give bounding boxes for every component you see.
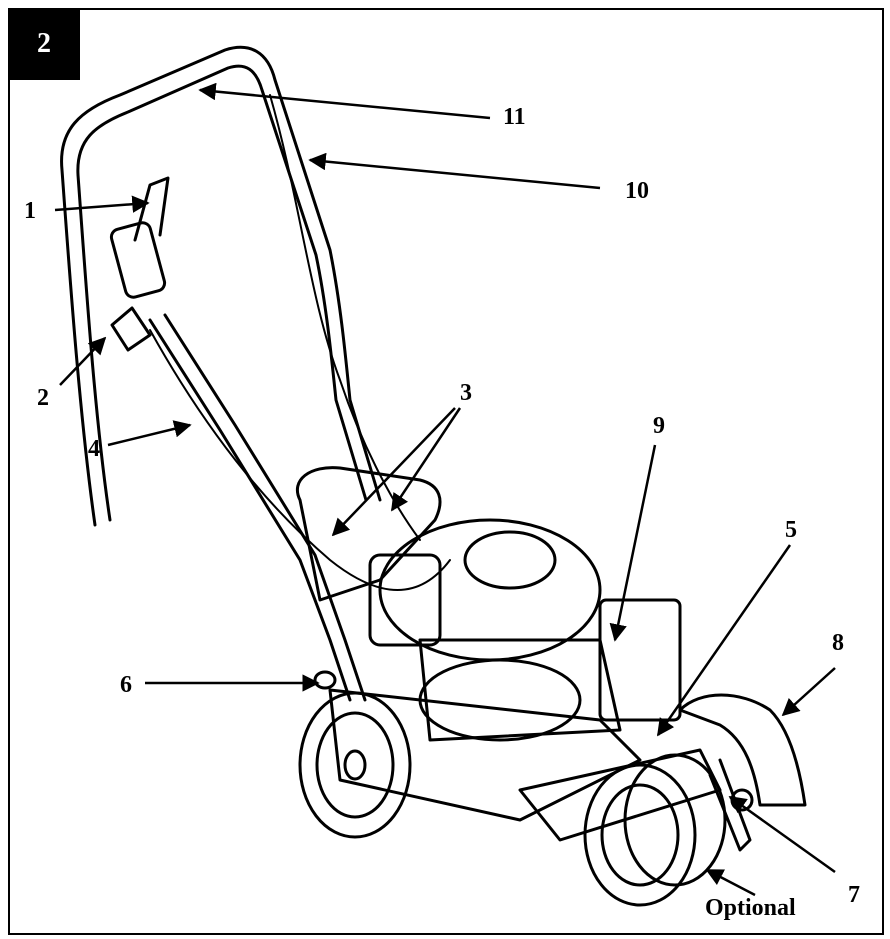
muffler [598,598,682,722]
upper-handle [60,45,382,527]
throttle-control [109,221,167,299]
leader-9 [609,444,657,642]
edge-depth-lever [110,306,152,352]
height-adjust-knob [313,670,337,690]
lower-handle [148,318,352,702]
leader-3a [331,407,456,537]
callout-3: 3 [460,380,472,406]
figure-number-badge: 2 [8,8,80,80]
callout-7: 7 [848,882,860,908]
callout-5: 5 [785,517,797,543]
figure-frame [8,8,884,935]
leader-10 [308,152,601,190]
leader-2 [59,336,107,386]
belt-cover [296,466,442,602]
leader-3b [390,407,462,512]
callout-optional: Optional [705,895,796,921]
leader-4 [107,420,192,447]
leader-optional [705,868,756,897]
callout-1: 1 [24,198,36,224]
chassis [328,688,642,822]
callout-11: 11 [503,104,526,130]
leader-8 [781,667,836,717]
callout-2: 2 [37,385,49,411]
blade-guard [678,693,807,807]
figure-number: 2 [37,28,51,59]
leader-7 [728,795,836,874]
callout-8: 8 [832,630,844,656]
fuel-tank [368,553,442,647]
rear-wheel [298,691,412,839]
callout-4: 4 [88,436,100,462]
leader-1 [54,195,150,213]
callout-6: 6 [120,672,132,698]
callout-9: 9 [653,413,665,439]
front-wheel [583,763,697,907]
leader-11 [198,82,491,120]
callout-10: 10 [625,178,649,204]
leader-5 [656,544,792,737]
